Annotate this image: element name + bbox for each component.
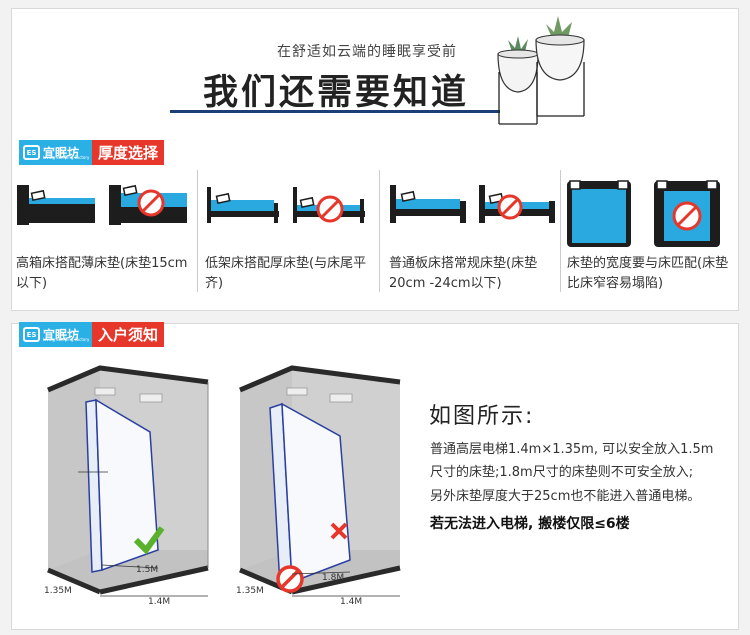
section-label-thickness: 厚度选择 — [92, 140, 165, 165]
elevator-width-right: 1.4M — [340, 597, 362, 607]
info-line-3: 另外床垫厚度大于25cm也不能进入普通电梯。 — [430, 489, 701, 504]
succulent-right — [546, 16, 572, 38]
option-text-1: 高箱床搭配薄床垫(床垫15cm以下) — [16, 256, 188, 291]
page-title: 我们还需要知道 — [203, 73, 470, 113]
mattress-width-match-icon — [567, 180, 631, 247]
elevator-depth-left: 1.35M — [44, 586, 72, 596]
check-icon — [133, 526, 165, 555]
brand-logo: ES 宜眠坊 Living Sleeping Factory — [19, 322, 92, 347]
high-box-bed-thin-mattress-icon — [17, 185, 95, 225]
header-subtitle: 在舒适如云端的睡眠享受前 — [277, 44, 457, 60]
section-tag-entry: ES 宜眠坊 Living Sleeping Factory 入户须知 — [19, 322, 165, 347]
logo-subtext: Living Sleeping Factory — [43, 155, 90, 160]
option-text-2: 低架床搭配厚床垫(与床尾平齐) — [205, 256, 367, 291]
brand-logo: ES 宜眠坊 Living Sleeping Factory — [19, 140, 92, 165]
low-bed-thick-mattress-icon — [207, 187, 279, 223]
prohibited-icon — [276, 565, 304, 593]
option-divider — [379, 170, 380, 292]
logo-icon: ES — [23, 327, 40, 342]
mattress-size-right: 1.8M — [322, 573, 344, 583]
title-underline — [170, 110, 500, 113]
option-divider — [560, 170, 561, 292]
logo-icon: ES — [23, 145, 40, 160]
elevator-right: 1.8M 1.4M 1.35M — [236, 365, 401, 607]
option-divider — [197, 170, 198, 292]
mattress-left — [85, 398, 159, 573]
info-title: 如图所示: — [429, 404, 535, 429]
info-stairs-limit: 若无法进入电梯, 搬楼仅限≤6楼 — [430, 516, 630, 532]
mattress-size-left: 1.5M — [136, 565, 158, 575]
option-text-4: 床垫的宽度要与床匹配(床垫比床窄容易塌陷) — [567, 256, 729, 291]
logo-text: 宜眠坊 — [43, 146, 80, 160]
succulent-left — [508, 36, 528, 52]
mattress-too-narrow-wrong-icon — [654, 180, 720, 247]
elevator-diagram: 1.5M 1.4M 1.35M 1.8M 1.4M 1.35M — [44, 365, 401, 607]
logo-subtext: Living Sleeping Factory — [43, 337, 90, 342]
plant-illustration — [497, 16, 585, 125]
elevator-left: 1.5M 1.4M 1.35M — [44, 365, 209, 607]
regular-bed-wrong-icon — [479, 185, 555, 223]
regular-bed-normal-mattress-icon — [390, 185, 466, 223]
elevator-width-left: 1.4M — [148, 597, 170, 607]
high-box-bed-thick-mattress-wrong-icon — [109, 184, 187, 225]
elevator-depth-right: 1.35M — [236, 586, 264, 596]
section-tag-thickness: ES 宜眠坊 Living Sleeping Factory 厚度选择 — [19, 140, 165, 165]
info-line-2: 尺寸的床垫;1.8m尺寸的床垫则不可安全放入; — [430, 465, 694, 480]
cross-icon — [330, 522, 348, 540]
logo-text: 宜眠坊 — [43, 328, 80, 342]
option-text-3: 普通板床搭常规床垫(床垫20cm -24cm以下) — [389, 256, 538, 291]
low-bed-thin-mattress-wrong-icon — [293, 187, 365, 223]
bed-options-illustration — [17, 180, 720, 247]
info-line-1: 普通高层电梯1.4m×1.35m, 可以安全放入1.5m — [430, 442, 714, 457]
section-label-entry: 入户须知 — [92, 322, 165, 347]
